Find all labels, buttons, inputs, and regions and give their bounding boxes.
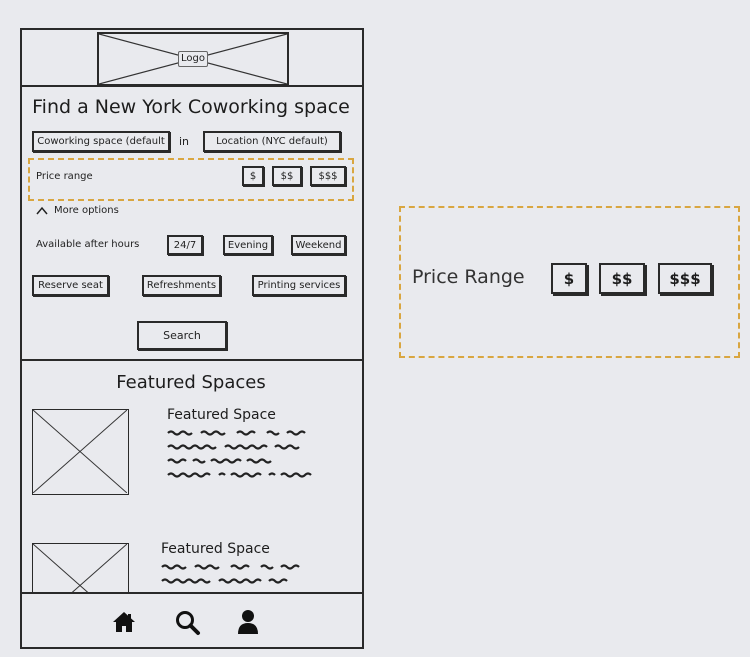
amenity-printing-services[interactable]: Printing services (252, 275, 346, 296)
featured-card-title-2[interactable]: Featured Space (161, 541, 270, 557)
featured-card-text-2 (161, 564, 300, 584)
featured-heading: Featured Spaces (116, 372, 266, 393)
price-option-1[interactable]: $ (242, 166, 264, 186)
page-title: Find a New York Coworking space (32, 96, 350, 118)
callout-price-option-2[interactable]: $$ (599, 263, 645, 294)
after-hours-option-1[interactable]: 24/7 (167, 235, 203, 255)
price-option-3[interactable]: $$$ (310, 166, 346, 186)
user-icon[interactable] (237, 609, 259, 635)
featured-image-2 (32, 543, 129, 593)
divider (20, 359, 364, 361)
price-range-label: Price range (36, 171, 93, 182)
after-hours-option-3[interactable]: Weekend (291, 235, 346, 255)
after-hours-label: Available after hours (36, 239, 140, 250)
price-range-callout (399, 206, 740, 358)
price-range-highlight (28, 158, 354, 201)
amenity-refreshments[interactable]: Refreshments (142, 275, 221, 296)
featured-card-text-1 (167, 430, 312, 478)
location-select[interactable]: Location (NYC default) (203, 131, 341, 152)
divider (20, 85, 364, 87)
search-button[interactable]: Search (137, 321, 227, 350)
featured-card-title-1[interactable]: Featured Space (167, 407, 276, 423)
amenity-reserve-seat[interactable]: Reserve seat (32, 275, 109, 296)
callout-price-option-3[interactable]: $$$ (658, 263, 712, 294)
space-type-select[interactable]: Coworking space (default (32, 131, 170, 152)
after-hours-option-2[interactable]: Evening (223, 235, 273, 255)
search-icon[interactable] (175, 610, 201, 636)
chevron-up-icon (36, 206, 48, 214)
callout-price-option-1[interactable]: $ (551, 263, 587, 294)
in-label: in (179, 135, 190, 148)
price-option-2[interactable]: $$ (272, 166, 302, 186)
home-icon[interactable] (112, 611, 136, 633)
more-options-toggle[interactable]: More options (36, 205, 119, 216)
callout-price-range-label: Price Range (412, 266, 525, 288)
logo: Logo (178, 51, 208, 67)
featured-image-1 (32, 409, 129, 495)
bottom-nav (20, 592, 364, 649)
more-options-label: More options (54, 205, 119, 216)
